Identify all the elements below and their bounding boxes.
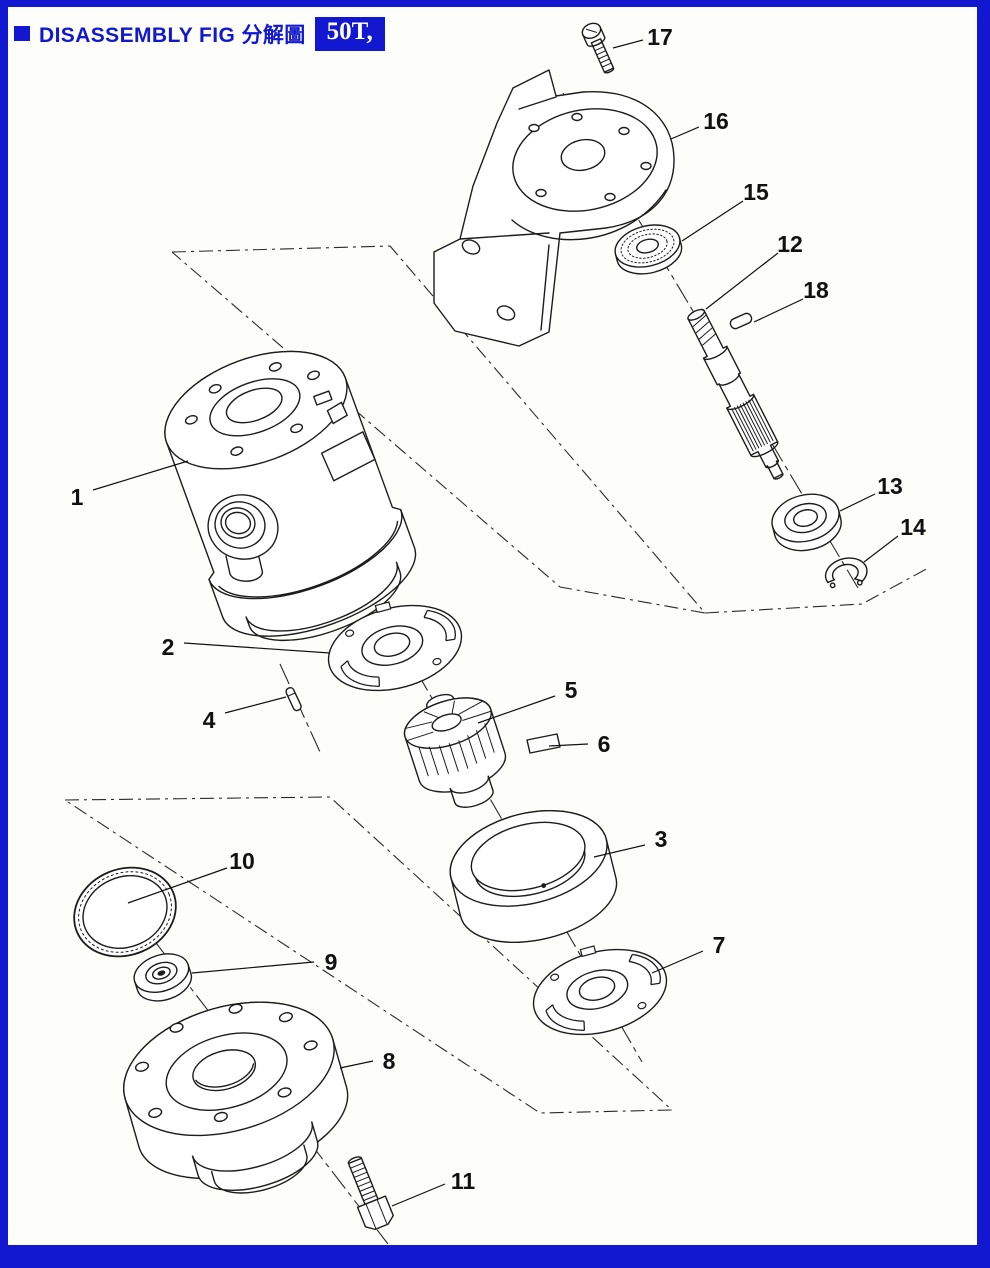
part-label-4: 4 bbox=[203, 707, 216, 733]
part-label-7: 7 bbox=[713, 932, 726, 958]
leader-line-14 bbox=[863, 535, 899, 563]
part-label-9: 9 bbox=[325, 949, 338, 975]
part-label-12: 12 bbox=[777, 231, 803, 257]
part-4-pin-drawing bbox=[285, 686, 302, 712]
page-title: DISASSEMBLY FIG 分解圖 bbox=[39, 23, 306, 47]
leader-line-10 bbox=[127, 867, 228, 904]
leader-line-16 bbox=[670, 126, 700, 140]
part-13-bearing-drawing bbox=[771, 493, 842, 552]
part-label-11: 11 bbox=[451, 1168, 476, 1194]
leader-line-18 bbox=[753, 298, 804, 323]
leader-line-4 bbox=[224, 696, 287, 714]
leader-line-17 bbox=[612, 39, 644, 49]
part-3-cylinder-drawing bbox=[449, 809, 618, 944]
part-9-bearing-drawing bbox=[133, 953, 193, 1002]
part-label-8: 8 bbox=[383, 1048, 396, 1074]
leader-line-9 bbox=[191, 961, 315, 974]
part-label-10: 10 bbox=[229, 848, 255, 874]
part-label-1: 1 bbox=[71, 484, 84, 510]
page-header: ■ DISASSEMBLY FIG 分解圖 50T, bbox=[14, 17, 385, 51]
leader-line-1 bbox=[92, 460, 189, 491]
part-7-plate-drawing bbox=[521, 929, 677, 1049]
part-5-rotor-drawing bbox=[403, 693, 507, 808]
phantom-boundary-lines bbox=[63, 245, 931, 1114]
part-8-flange-drawing bbox=[123, 1001, 349, 1194]
part-18-key-drawing bbox=[729, 312, 753, 330]
part-label-2: 2 bbox=[162, 634, 175, 660]
part-label-5: 5 bbox=[565, 677, 578, 703]
part-label-17: 17 bbox=[647, 24, 673, 50]
square-bullet-icon: ■ bbox=[14, 26, 30, 42]
part-15-washer-drawing bbox=[614, 224, 683, 275]
part-1-housing-boss-drawing bbox=[207, 494, 279, 582]
leader-line-7 bbox=[651, 950, 704, 974]
leader-line-12 bbox=[705, 252, 779, 310]
part-label-6: 6 bbox=[598, 731, 611, 757]
part-label-15: 15 bbox=[743, 179, 769, 205]
part-17-screw-drawing bbox=[581, 22, 615, 74]
leader-line-2 bbox=[183, 642, 331, 654]
leader-line-5 bbox=[477, 695, 556, 724]
part-12-shaft-drawing bbox=[687, 308, 784, 480]
part-label-14: 14 bbox=[900, 514, 926, 540]
part-11-screw-drawing bbox=[347, 1156, 394, 1231]
leader-line-6 bbox=[548, 743, 589, 747]
leader-line-3 bbox=[593, 844, 646, 858]
leader-line-8 bbox=[339, 1060, 374, 1069]
leader-line-13 bbox=[839, 493, 876, 512]
part-label-16: 16 bbox=[703, 108, 729, 134]
part-label-3: 3 bbox=[655, 826, 668, 852]
part-14-retaining-ring-drawing bbox=[824, 557, 868, 589]
model-badge: 50T, bbox=[314, 17, 385, 51]
part-16-bracket-drawing bbox=[433, 69, 675, 347]
leader-line-11 bbox=[391, 1183, 446, 1207]
part-label-18: 18 bbox=[803, 277, 829, 303]
part-label-13: 13 bbox=[877, 473, 903, 499]
part-6-vane-drawing bbox=[526, 733, 561, 754]
part-10-gasket-drawing bbox=[73, 866, 177, 958]
leader-line-15 bbox=[681, 200, 744, 242]
